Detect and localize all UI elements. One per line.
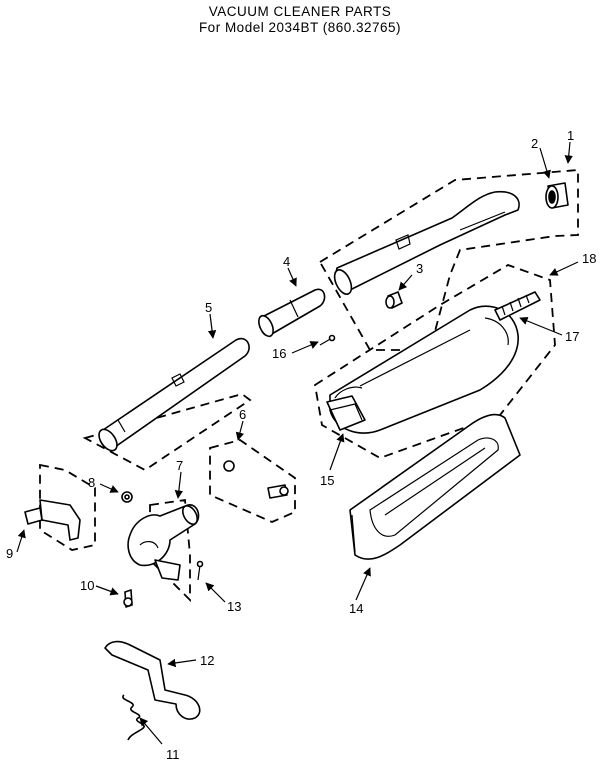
group-outline-hand-vac bbox=[314, 264, 556, 459]
leader-17 bbox=[519, 316, 563, 336]
callout-16: 16 bbox=[272, 346, 286, 361]
leader-12 bbox=[167, 658, 197, 668]
callout-9: 9 bbox=[6, 546, 13, 561]
callout-6: 6 bbox=[239, 407, 246, 422]
small-screw bbox=[319, 334, 336, 346]
screw bbox=[123, 589, 133, 608]
retaining-clip bbox=[104, 640, 201, 720]
callout-2: 2 bbox=[531, 136, 538, 151]
callout-11: 11 bbox=[166, 747, 180, 762]
extension-wand bbox=[98, 337, 250, 452]
leader-3 bbox=[398, 274, 413, 291]
leader-4 bbox=[287, 267, 297, 287]
callout-13: 13 bbox=[227, 599, 241, 614]
callout-12: 12 bbox=[200, 653, 214, 668]
end-cap bbox=[545, 182, 569, 209]
callout-14: 14 bbox=[349, 601, 363, 616]
callout-4: 4 bbox=[283, 254, 290, 269]
coil-spring bbox=[122, 694, 145, 741]
callout-8: 8 bbox=[88, 475, 95, 490]
leader-13 bbox=[205, 582, 226, 603]
charger-spring bbox=[494, 291, 541, 321]
leader-1 bbox=[564, 141, 573, 164]
title-line-2: For Model 2034BT (860.32765) bbox=[198, 20, 402, 35]
leader-7 bbox=[174, 471, 184, 499]
nozzle-elbow bbox=[127, 504, 200, 581]
leader-5 bbox=[207, 313, 217, 339]
hex-nut bbox=[121, 491, 133, 503]
callout-5: 5 bbox=[205, 300, 212, 315]
leader-10 bbox=[95, 585, 119, 596]
mounting-bracket bbox=[24, 499, 81, 541]
callout-7: 7 bbox=[176, 458, 183, 473]
leader-2 bbox=[539, 147, 551, 179]
release-button bbox=[385, 291, 403, 309]
callout-1: 1 bbox=[567, 128, 574, 143]
pin bbox=[196, 560, 204, 581]
callout-3: 3 bbox=[416, 261, 423, 276]
group-outline-fasteners bbox=[209, 439, 296, 523]
title-line-1: VACUUM CLEANER PARTS bbox=[208, 4, 392, 19]
leader-14 bbox=[355, 567, 371, 601]
handle-tube bbox=[333, 190, 520, 295]
hand-vacuum-body bbox=[326, 305, 519, 434]
fastener-set bbox=[223, 460, 289, 499]
leader-16 bbox=[291, 341, 319, 354]
leader-11 bbox=[139, 717, 163, 745]
leader-8 bbox=[99, 483, 119, 493]
charger-base bbox=[349, 413, 521, 560]
coupler-tube bbox=[258, 288, 326, 338]
group-outline-wand bbox=[82, 393, 252, 472]
leader-15 bbox=[329, 433, 345, 471]
callout-17: 17 bbox=[565, 329, 579, 344]
leader-6 bbox=[235, 420, 244, 441]
callout-10: 10 bbox=[80, 578, 94, 593]
callout-15: 15 bbox=[320, 473, 334, 488]
leader-18 bbox=[549, 261, 579, 276]
leader-9 bbox=[16, 529, 26, 553]
diagram-title: VACUUM CLEANER PARTS For Model 2034BT (8… bbox=[150, 4, 450, 36]
callout-18: 18 bbox=[582, 251, 596, 266]
